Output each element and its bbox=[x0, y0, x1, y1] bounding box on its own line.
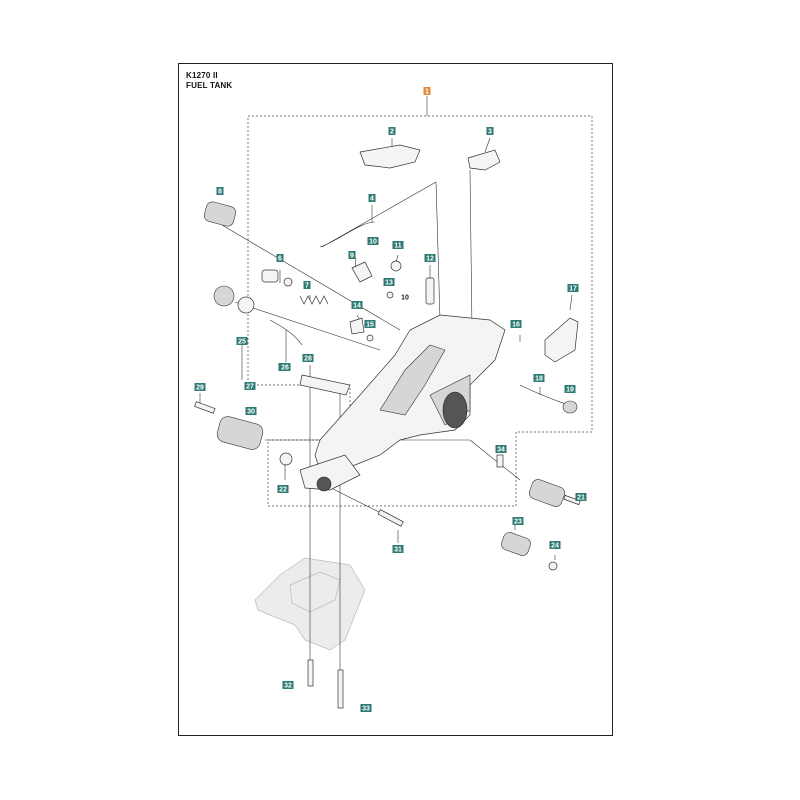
callout-16: 16 bbox=[512, 322, 520, 329]
callout-32: 32 bbox=[284, 683, 292, 690]
callout-box-21 bbox=[575, 493, 587, 501]
part-32-33-bolts bbox=[307, 659, 344, 709]
callout-box-13 bbox=[383, 278, 395, 286]
part-20-damper bbox=[528, 479, 581, 507]
callout-box-23 bbox=[512, 517, 524, 525]
part-17-bracket bbox=[544, 317, 579, 363]
part-9-bracket bbox=[351, 261, 373, 283]
part-23-damper bbox=[501, 532, 558, 571]
part-34-pin bbox=[496, 454, 504, 468]
callout-box-2 bbox=[388, 127, 396, 135]
callout-14: 14 bbox=[353, 303, 361, 310]
callout-box-22 bbox=[277, 485, 289, 493]
callout-22: 22 bbox=[279, 487, 287, 494]
callout-box-26 bbox=[279, 363, 291, 371]
section-title: FUEL TANK bbox=[186, 81, 233, 90]
callout-box-27 bbox=[244, 382, 256, 390]
callout-27: 27 bbox=[246, 384, 254, 391]
assembly-boundary bbox=[247, 96, 593, 507]
callout-19: 19 bbox=[566, 387, 574, 394]
callout-15: 15 bbox=[366, 322, 374, 329]
part-fuel-tank bbox=[299, 314, 506, 491]
callout-box-10 bbox=[367, 237, 379, 245]
callout-25: 25 bbox=[238, 339, 246, 346]
callout-box-8 bbox=[216, 187, 224, 195]
callout-box-15 bbox=[364, 320, 376, 328]
callout-box-32 bbox=[282, 681, 294, 689]
part-31-bolt bbox=[377, 509, 404, 527]
callout-box-14 bbox=[351, 301, 363, 309]
callout-box-19 bbox=[564, 385, 576, 393]
part-22-washer bbox=[279, 452, 332, 492]
callout-box-11 bbox=[392, 241, 404, 249]
callout-box-24 bbox=[549, 541, 561, 549]
callout-30: 30 bbox=[247, 409, 255, 416]
callout-box-31 bbox=[392, 545, 404, 553]
part-12-spark-plug bbox=[425, 277, 435, 305]
callout-17: 17 bbox=[569, 286, 577, 293]
part-11-nut bbox=[390, 260, 402, 272]
callout-box-6 bbox=[276, 254, 284, 262]
callout-box-17 bbox=[567, 284, 579, 292]
callout-box-16 bbox=[510, 320, 522, 328]
callout-28: 28 bbox=[304, 356, 312, 363]
callout-10: 10 bbox=[369, 239, 377, 246]
part-14-15-clip bbox=[349, 317, 374, 342]
part-26-wire bbox=[269, 319, 303, 346]
callout-box-1 bbox=[423, 87, 431, 95]
callout-box-30 bbox=[245, 407, 257, 415]
callout-3: 3 bbox=[488, 129, 492, 136]
callout-box-28 bbox=[302, 354, 314, 362]
callout-2: 2 bbox=[390, 129, 394, 136]
part-4-wire bbox=[319, 221, 376, 248]
callout-34: 34 bbox=[497, 447, 505, 454]
part-29-screw bbox=[194, 401, 216, 414]
callout-6: 6 bbox=[278, 256, 282, 263]
callout-26: 26 bbox=[281, 365, 289, 372]
part-28-bracket bbox=[299, 374, 351, 396]
callout-13: 13 bbox=[385, 280, 393, 287]
callout-box-4 bbox=[368, 194, 376, 202]
callout-10: 10 bbox=[401, 295, 409, 302]
callout-box-7 bbox=[303, 281, 311, 289]
part-18-19-cable bbox=[519, 384, 578, 414]
callout-box-25 bbox=[236, 337, 248, 345]
part-2-shield bbox=[359, 144, 421, 169]
callout-box-33 bbox=[360, 704, 372, 712]
callout-29: 29 bbox=[196, 385, 204, 392]
callout-1: 1 bbox=[425, 89, 429, 96]
callout-box-12 bbox=[424, 254, 436, 262]
callout-18: 18 bbox=[535, 376, 543, 383]
callout-box-9 bbox=[348, 251, 356, 259]
part-8-damper bbox=[203, 201, 237, 227]
callout-7: 7 bbox=[305, 283, 309, 290]
callout-23: 23 bbox=[514, 519, 522, 526]
callout-31: 31 bbox=[394, 547, 402, 554]
callout-4: 4 bbox=[370, 196, 374, 203]
callout-12: 12 bbox=[426, 256, 434, 263]
callout-box-34 bbox=[495, 445, 507, 453]
callout-9: 9 bbox=[350, 253, 354, 260]
part-6-bushing bbox=[261, 269, 293, 287]
callout-33: 33 bbox=[362, 706, 370, 713]
part-7-spring bbox=[299, 295, 329, 305]
part-30-damper bbox=[216, 416, 264, 450]
callout-11: 11 bbox=[394, 243, 402, 250]
callout-box-29 bbox=[194, 383, 206, 391]
part-3-handle-cover bbox=[467, 149, 501, 171]
part-25-cap bbox=[213, 285, 255, 314]
callout-21: 21 bbox=[577, 495, 585, 502]
model-title: K1270 II bbox=[186, 71, 218, 80]
callout-24: 24 bbox=[551, 543, 559, 550]
part-13-washer bbox=[386, 291, 394, 299]
callout-8: 8 bbox=[218, 189, 222, 196]
callout-box-3 bbox=[486, 127, 494, 135]
callout-box-18 bbox=[533, 374, 545, 382]
